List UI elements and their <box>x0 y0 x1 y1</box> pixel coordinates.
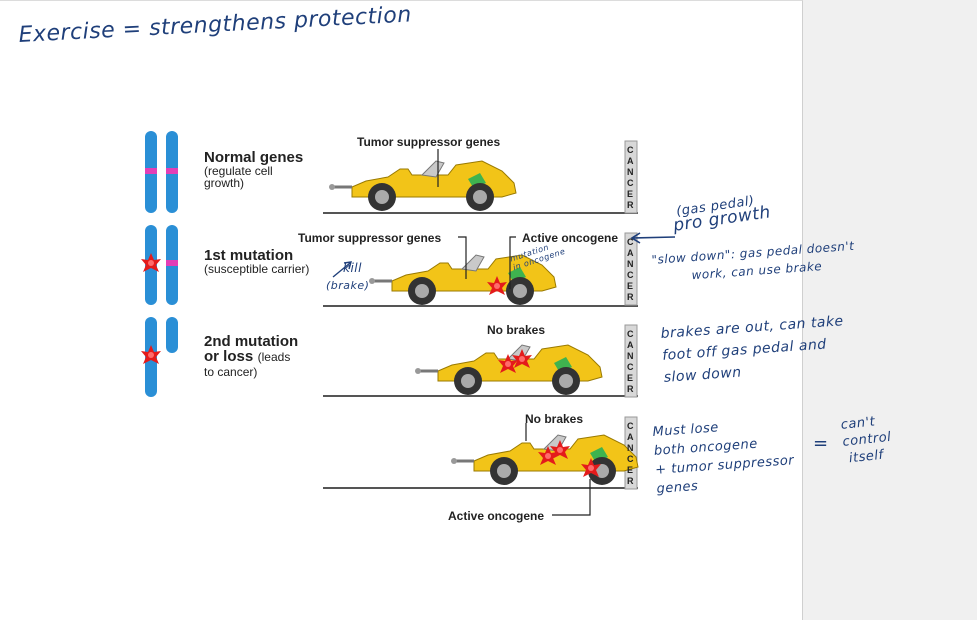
cancer-wall-text: CANCER <box>627 145 634 210</box>
row-label-1st-mutation: 1st mutation (susceptible carrier) <box>204 248 364 275</box>
callout-active-oncogene: Active oncogene <box>522 231 619 245</box>
row-detail: (leads to cancer) <box>204 350 291 379</box>
race-car-2nd-mutation <box>413 343 604 397</box>
race-car-normal <box>327 159 518 213</box>
chromosome-1st-mutation <box>141 225 178 305</box>
row-title: 1st mutation <box>204 247 294 264</box>
annotation-equals: = <box>813 433 829 454</box>
callout-no-brakes: No brakes <box>525 412 584 426</box>
row-label-2nd-mutation: 2nd mutation or loss (leads to cancer) <box>204 334 334 379</box>
callout-tumor-suppressor-genes: Tumor suppressor genes <box>357 135 501 149</box>
race-car-cancer <box>449 433 640 487</box>
whiteboard-page: Exercise = strengthens protection <box>0 0 892 620</box>
annotation-brakes-out: brakes are out, can take foot off gas pe… <box>660 313 845 386</box>
callout-tumor-suppressor-genes: Tumor suppressor genes <box>298 231 442 245</box>
chromosome-2nd-mutation <box>141 317 178 397</box>
cancer-wall-text: CANCER <box>627 421 634 486</box>
cancer-wall-text: CANCER <box>627 237 634 302</box>
annotation-kill: kill <box>343 261 362 275</box>
callout-no-brakes: No brakes <box>487 323 546 337</box>
annotation-cant-control: can't control itself <box>840 414 893 467</box>
chromosome-normal <box>145 131 178 213</box>
row-label-normal: Normal genes (regulate cell growth) <box>204 150 334 189</box>
annotation-must-lose: Must lose both oncogene + tumor suppress… <box>652 420 795 497</box>
row-title: 2nd mutation or loss <box>204 333 299 365</box>
callout-active-oncogene: Active oncogene <box>448 509 545 523</box>
row-detail: (susceptible carrier) <box>204 262 310 276</box>
tumor-suppressor-car-diagram <box>141 131 676 516</box>
cancer-wall-text: CANCER <box>627 329 634 394</box>
row-title: Normal genes <box>204 149 304 166</box>
row-detail: (regulate cell growth) <box>204 164 273 190</box>
annotation-brake: (brake) <box>326 279 370 292</box>
